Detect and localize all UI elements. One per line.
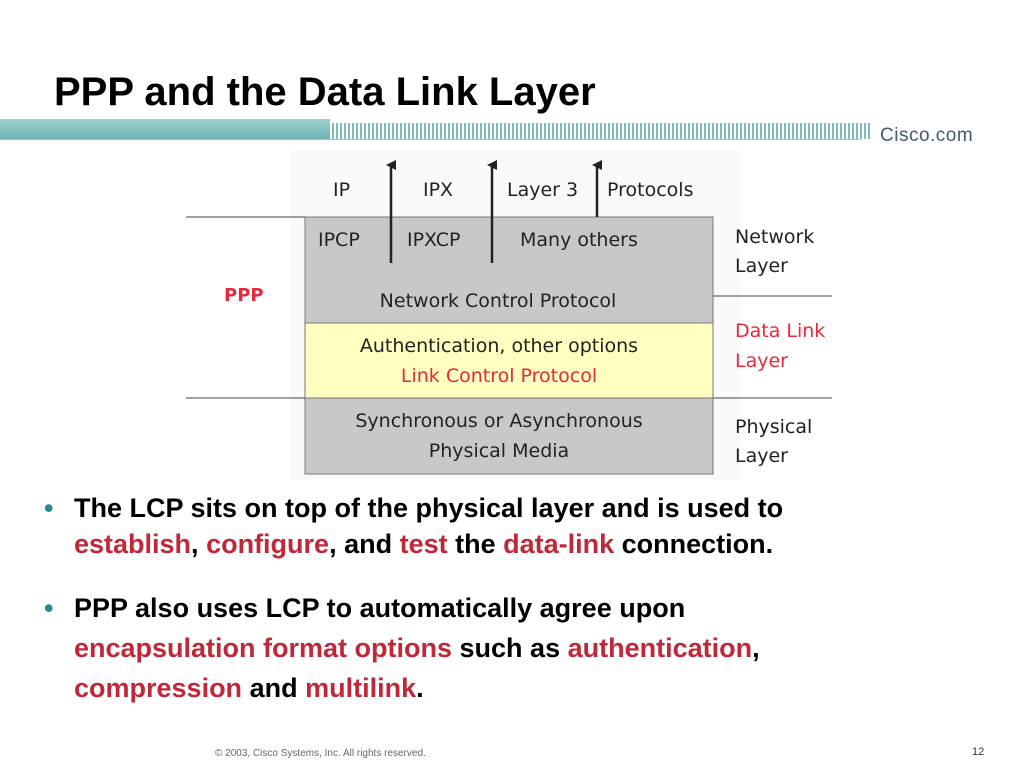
label-network-line2: Layer (735, 255, 788, 277)
label-ip: IP (333, 179, 350, 201)
label-network-line1: Network (735, 226, 814, 248)
brand-logo-text: Cisco.com (880, 125, 974, 146)
physical-box (304, 397, 714, 475)
band-solid (0, 119, 330, 139)
label-ppp: PPP (224, 285, 264, 306)
label-lcp: Link Control Protocol (401, 365, 597, 387)
ppp-layer-diagram: IP IPX Layer 3 Protocols IPCP IPXCP Many… (186, 150, 832, 480)
bullet-dot: • (44, 593, 54, 623)
label-sync-async: Synchronous or Asynchronous (355, 410, 642, 432)
bullet-dot: • (44, 493, 54, 523)
bullet-lcp-purpose: • The LCP sits on top of the physical la… (44, 490, 994, 562)
label-ipx: IPX (423, 179, 453, 201)
label-layer3: Layer 3 (507, 179, 578, 201)
lcp-box (304, 322, 714, 399)
label-auth-options: Authentication, other options (360, 335, 638, 357)
label-datalink-line2: Layer (735, 350, 788, 372)
slide-title: PPP and the Data Link Layer (54, 70, 596, 114)
copyright-footer: © 2003, Cisco Systems, Inc. All rights r… (215, 748, 426, 759)
label-physical-line1: Physical (735, 416, 812, 438)
label-many-others: Many others (520, 229, 638, 251)
page-number: 12 (972, 746, 985, 758)
label-physical-line2: Layer (735, 445, 788, 467)
label-datalink-line1: Data Link (735, 320, 825, 342)
bullet-lcp-negotiation: • PPP also uses LCP to automatically agr… (44, 588, 994, 708)
band-barcode (330, 123, 870, 139)
bullet-list: • The LCP sits on top of the physical la… (44, 490, 994, 734)
label-protocols: Protocols (607, 179, 693, 201)
label-ipxcp: IPXCP (407, 229, 460, 251)
ncp-box (304, 216, 714, 324)
label-physical-media: Physical Media (429, 440, 569, 462)
label-ipcp: IPCP (318, 229, 360, 251)
brand-band (0, 119, 1024, 148)
label-ncp: Network Control Protocol (380, 290, 617, 312)
